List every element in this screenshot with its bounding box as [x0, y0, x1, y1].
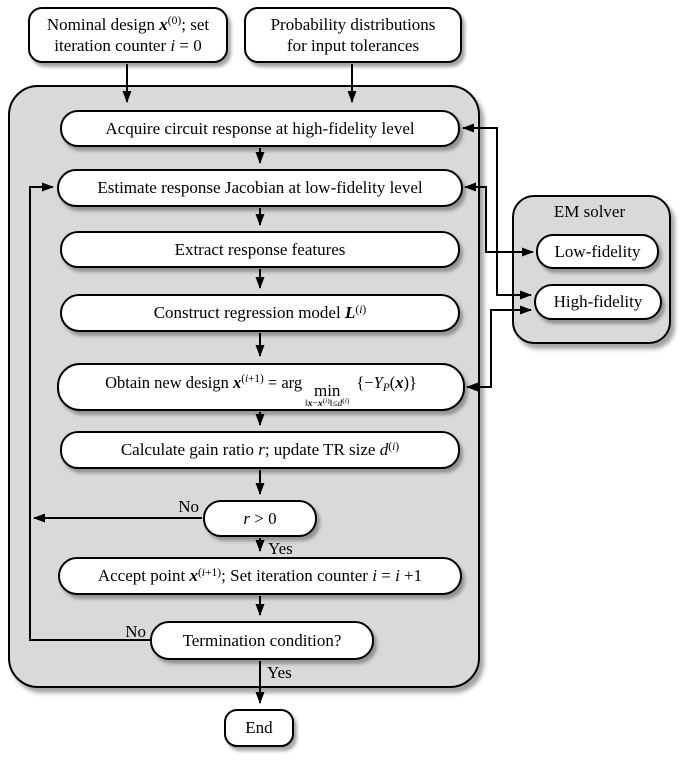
low-fidelity-label: Low-fidelity: [554, 241, 641, 261]
yes-label-r: Yes: [268, 539, 293, 558]
acquire-response-box: Acquire circuit response at high-fidelit…: [60, 110, 460, 147]
end-box: End: [224, 709, 294, 747]
extract-features-box: Extract response features: [60, 231, 460, 268]
construct-regression-box: Construct regression model L(i): [60, 294, 460, 332]
gain-ratio-box: Calculate gain ratio r; update TR size d…: [60, 431, 460, 469]
r-gt-0-decision-box: r > 0: [203, 500, 317, 537]
yes-label-termination: Yes: [267, 663, 292, 682]
no-label-r: No: [178, 497, 199, 516]
no-label-termination: No: [125, 622, 146, 641]
low-fidelity-box: Low-fidelity: [536, 234, 659, 269]
em-solver-title: EM solver: [553, 202, 626, 221]
termination-decision-box: Termination condition?: [150, 621, 374, 660]
high-fidelity-label: High-fidelity: [553, 292, 643, 312]
accept-point-box: Accept point x(i+1); Set iteration count…: [58, 557, 462, 595]
high-fidelity-box: High-fidelity: [534, 284, 662, 320]
estimate-jacobian-box: Estimate response Jacobian at low-fideli…: [57, 169, 463, 207]
